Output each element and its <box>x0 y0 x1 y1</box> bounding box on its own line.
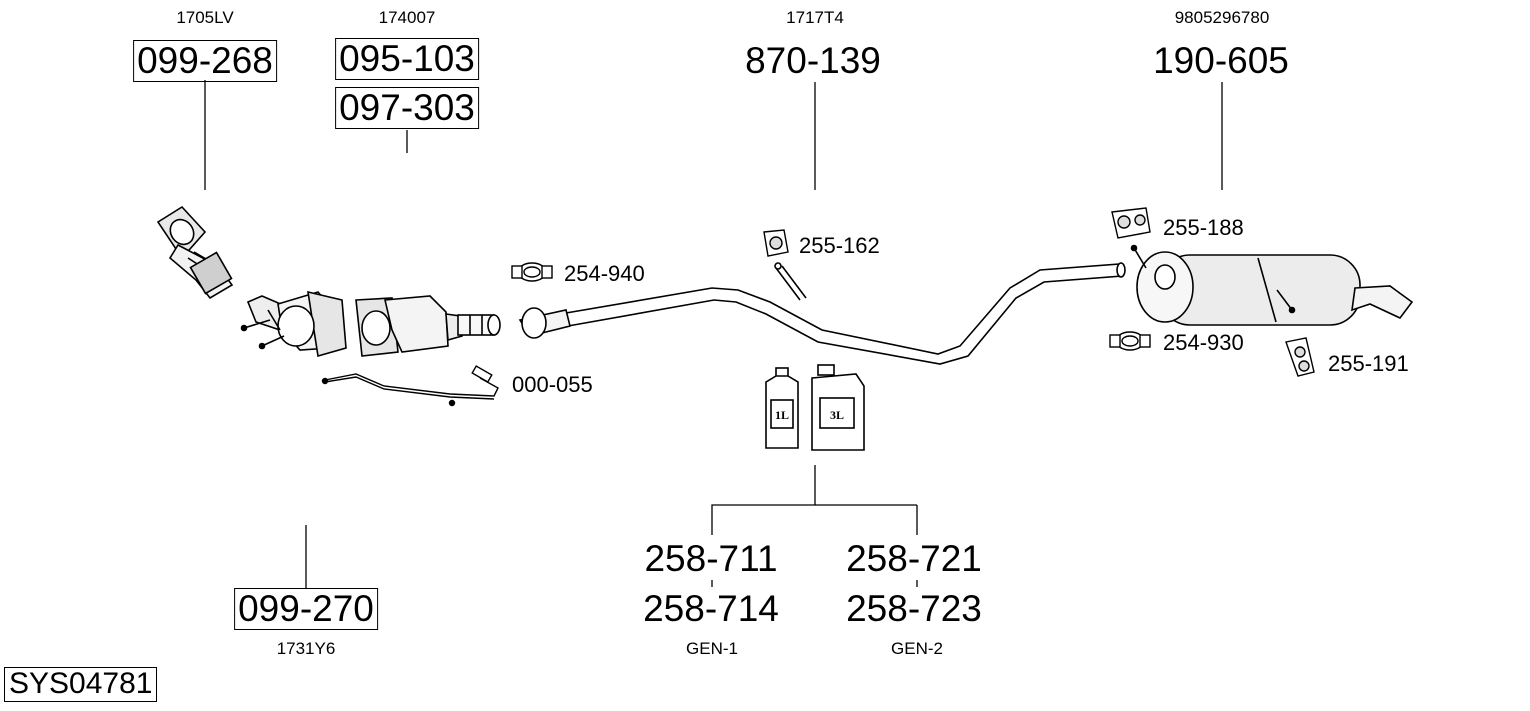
hanger-rear-top-icon <box>1111 207 1151 239</box>
leader-additives <box>711 465 816 535</box>
clamp-rear-icon <box>1109 331 1151 351</box>
oem-additive-3l: GEN-2 <box>891 639 943 658</box>
hanger-middle-icon <box>763 229 789 257</box>
oem-mounting-kit: 1731Y6 <box>276 639 336 658</box>
catalyst-part-2 <box>355 295 501 357</box>
part-number-downpipe[interactable]: 099-268 <box>133 40 277 82</box>
label-hanger-rear-bottom[interactable]: 255-191 <box>1328 351 1409 376</box>
catalyst-part-1 <box>240 290 347 358</box>
part-number-mounting-kit[interactable]: 099-270 <box>234 588 378 630</box>
oem-additive-1l: GEN-1 <box>686 639 738 658</box>
canister-3l-icon <box>811 364 865 451</box>
part-number-catalyst-2[interactable]: 097-303 <box>335 87 479 129</box>
oem-middle-pipe: 1717T4 <box>786 8 844 27</box>
label-clamp-front[interactable]: 254-940 <box>564 261 645 286</box>
oem-downpipe: 1705LV <box>176 8 234 27</box>
middle-pipe-part <box>518 262 1126 365</box>
bottle-1l-label: 1L <box>775 408 789 422</box>
part-number-additive-3l-b[interactable]: 258-723 <box>846 588 982 629</box>
canister-3l-label: 3L <box>830 408 844 422</box>
label-clamp-rear[interactable]: 254-930 <box>1163 330 1244 355</box>
part-number-additive-1l-b[interactable]: 258-714 <box>643 588 779 629</box>
part-number-rear-silencer[interactable]: 190-605 <box>1153 40 1289 81</box>
part-number-middle-pipe[interactable]: 870-139 <box>745 40 881 81</box>
part-number-catalyst-1[interactable]: 095-103 <box>335 38 479 80</box>
label-sensor-pipe[interactable]: 000-055 <box>512 372 593 397</box>
oem-catalyst: 174007 <box>378 8 436 27</box>
oem-rear-silencer: 9805296780 <box>1174 8 1270 27</box>
sensor-pipe-part <box>321 365 499 407</box>
label-hanger-rear-top[interactable]: 255-188 <box>1163 215 1244 240</box>
system-id: SYS04781 <box>4 667 158 702</box>
bottle-1l-icon <box>765 367 799 449</box>
rear-silencer-part <box>1130 244 1414 326</box>
downpipe-part <box>156 205 234 300</box>
label-hanger-middle[interactable]: 255-162 <box>799 233 880 258</box>
clamp-front-icon <box>511 262 553 282</box>
part-number-additive-3l-a[interactable]: 258-721 <box>846 538 982 579</box>
part-number-additive-1l-a[interactable]: 258-711 <box>644 538 778 579</box>
hanger-rear-bottom-icon <box>1285 337 1315 377</box>
